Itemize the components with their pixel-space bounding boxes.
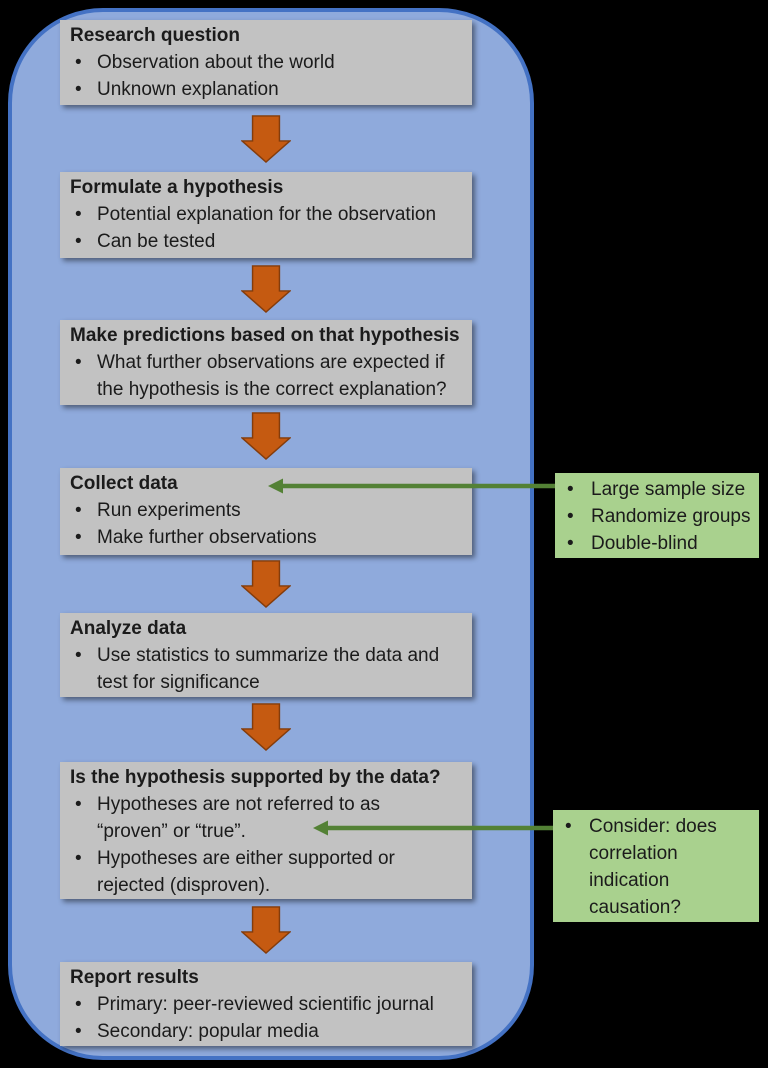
step-title: Formulate a hypothesis [70,177,284,198]
note-bullet: Double-blind [555,530,759,557]
step-bullet-list: Use statistics to summarize the data and… [60,642,472,696]
step-title: Collect data [70,473,178,494]
step-title: Is the hypothesis supported by the data? [70,767,441,788]
down-arrow-icon [241,412,291,460]
note-box-data-collection-tips: Large sample size Randomize groups Doubl… [555,473,759,558]
step-bullet: Use statistics to summarize the data and… [60,642,472,696]
note-bullet-list: Consider: does correlation indication ca… [553,813,759,921]
step-bullet: Unknown explanation [60,76,472,103]
down-arrow-icon [241,115,291,163]
step-bullet-list: Hypotheses are not referred to as “prove… [60,791,472,899]
step-box-report-results: Report results Primary: peer-reviewed sc… [60,962,472,1046]
step-box-formulate-hypothesis: Formulate a hypothesis Potential explana… [60,172,472,258]
step-title: Analyze data [70,618,187,639]
down-arrow-icon [241,265,291,313]
step-box-research-question: Research question Observation about the … [60,20,472,105]
note-bullet-list: Large sample size Randomize groups Doubl… [555,476,759,557]
step-bullet: Secondary: popular media [60,1018,472,1045]
step-bullet: Observation about the world [60,49,472,76]
down-arrow-icon [241,560,291,608]
step-bullet: Hypotheses are not referred to as “prove… [60,791,421,845]
step-bullet-list: Observation about the world Unknown expl… [60,49,472,103]
step-bullet: Run experiments [60,497,472,524]
note-bullet: Consider: does correlation indication ca… [553,813,759,921]
step-bullet-list: Primary: peer-reviewed scientific journa… [60,991,472,1045]
step-bullet-list: Run experiments Make further observation… [60,497,472,551]
step-box-make-predictions: Make predictions based on that hypothesi… [60,320,472,405]
left-arrow-connector [313,820,553,836]
down-arrow-icon [241,906,291,954]
note-box-correlation-caution: Consider: does correlation indication ca… [553,810,759,922]
note-bullet: Randomize groups [555,503,759,530]
step-bullet-list: What further observations are expected i… [60,349,472,403]
note-bullet: Large sample size [555,476,759,503]
down-arrow-icon [241,703,291,751]
step-bullet: Primary: peer-reviewed scientific journa… [60,991,472,1018]
step-bullet: Make further observations [60,524,472,551]
step-title: Make predictions based on that hypothesi… [70,325,460,346]
left-arrow-connector [268,478,555,494]
step-box-hypothesis-supported: Is the hypothesis supported by the data?… [60,762,472,899]
step-box-analyze-data: Analyze data Use statistics to summarize… [60,613,472,697]
step-bullet: Hypotheses are either supported or rejec… [60,845,421,899]
step-title: Report results [70,967,199,988]
step-title: Research question [70,25,240,46]
step-bullet: Can be tested [60,228,472,255]
step-bullet-list: Potential explanation for the observatio… [60,201,472,255]
step-bullet: What further observations are expected i… [60,349,472,403]
step-box-collect-data: Collect data Run experiments Make furthe… [60,468,472,555]
step-bullet: Potential explanation for the observatio… [60,201,472,228]
